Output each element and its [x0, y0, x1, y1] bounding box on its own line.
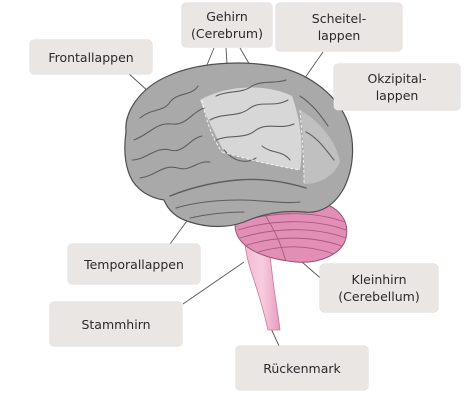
label-spinal-cord: Rückenmark — [236, 346, 368, 390]
label-parietal-lobe-line1: Scheitel- — [311, 11, 367, 26]
label-occipital-lobe-line2: lappen — [375, 88, 419, 103]
leader-brainstem — [182, 261, 245, 305]
label-brainstem-text: Stammhirn — [81, 316, 151, 332]
label-spinal-cord-text: Rückenmark — [263, 360, 341, 376]
label-occipital-lobe: Okzipital- lappen — [334, 64, 460, 110]
label-parietal-lobe: Scheitel- lappen — [276, 3, 402, 51]
label-cerebrum-line2: (Cerebrum) — [191, 26, 263, 41]
label-frontal-lobe: Frontallappen — [30, 40, 152, 74]
label-temporal-lobe-text: Temporallappen — [84, 256, 184, 272]
label-parietal-lobe-line2: lappen — [317, 28, 361, 43]
label-cerebellum: Kleinhirn (Cerebellum) — [320, 264, 438, 312]
label-cerebrum-line1: Gehirn — [206, 9, 248, 24]
cerebrum-shape — [124, 62, 354, 228]
label-cerebellum-line1: Kleinhirn — [351, 272, 407, 287]
label-cerebellum-line2: (Cerebellum) — [338, 289, 420, 304]
label-frontal-lobe-text: Frontallappen — [48, 49, 134, 65]
label-cerebrum: Gehirn (Cerebrum) — [182, 3, 272, 47]
label-brainstem: Stammhirn — [50, 302, 182, 346]
label-occipital-lobe-line1: Okzipital- — [367, 71, 427, 86]
label-temporal-lobe: Temporallappen — [68, 244, 200, 284]
